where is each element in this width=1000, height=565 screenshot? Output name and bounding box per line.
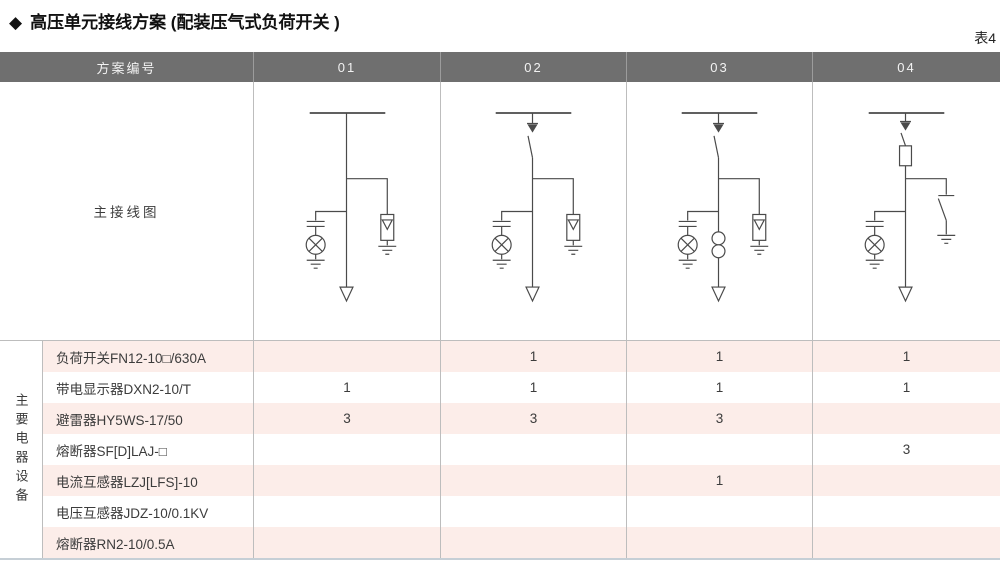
ground-icon: [750, 245, 769, 255]
equipment-value: [626, 527, 812, 558]
ground-icon: [564, 245, 583, 255]
ground-icon: [492, 259, 511, 269]
equipment-value: 1: [440, 372, 626, 403]
equipment-value: [440, 496, 626, 527]
arrester-icon: [532, 178, 583, 255]
ground-icon: [306, 259, 325, 269]
scheme-01-diagram: [253, 82, 440, 341]
equipment-table: 主要电器设备 负荷开关FN12-10□/630A 1 1 1 带电显示器DXN2…: [0, 341, 1000, 560]
header-scheme-01: 01: [253, 52, 440, 82]
voltage-indicator-icon: [677, 210, 719, 269]
arrester-icon: [346, 178, 397, 255]
equipment-value: 3: [812, 434, 1000, 465]
equipment-name: 熔断器SF[D]LAJ-□: [43, 434, 253, 465]
header-scheme-03: 03: [626, 52, 812, 82]
equipment-name: 带电显示器DXN2-10/T: [43, 372, 253, 403]
equipment-name: 避雷器HY5WS-17/50: [43, 403, 253, 434]
equipment-value: 1: [812, 341, 1000, 372]
equipment-value: 3: [440, 403, 626, 434]
ground-icon: [378, 245, 397, 255]
ground-icon: [865, 259, 884, 269]
main-wiring-diagram-label: 主接线图: [0, 82, 253, 341]
diamond-bullet-icon: ◆: [9, 13, 23, 32]
voltage-indicator-icon: [864, 210, 906, 269]
ground-icon: [678, 259, 697, 269]
header-scheme-number: 方案编号: [96, 60, 157, 76]
feeder-arrow-icon: [525, 286, 540, 303]
feeder-arrow-icon: [339, 286, 354, 303]
equipment-name: 熔断器RN2-10/0.5A: [43, 527, 253, 558]
equipment-value: [440, 434, 626, 465]
load-switch-icon: [900, 113, 911, 147]
equipment-value: [626, 496, 812, 527]
equipment-value: [812, 465, 1000, 496]
equipment-value: [253, 496, 440, 527]
scheme-03-diagram: [626, 82, 812, 341]
scheme-01-svg: [305, 112, 397, 303]
diagram-row: 主接线图: [0, 82, 1000, 341]
table-number-label: 表4: [974, 30, 996, 46]
equipment-name: 电流互感器LZJ[LFS]-10: [43, 465, 253, 496]
feeder-arrow-icon: [711, 286, 726, 303]
equipment-value: 3: [253, 403, 440, 434]
fuse-icon: [898, 145, 913, 167]
voltage-indicator-icon: [305, 210, 347, 269]
header-scheme-04: 04: [812, 52, 1000, 82]
equipment-group-cell: 主要电器设备: [0, 341, 43, 558]
scheme-03-svg: [677, 112, 769, 303]
earthing-switch-icon: [905, 178, 956, 244]
title-bar: ◆ 高压单元接线方案 (配装压气式负荷开关 ) 表4: [0, 6, 1000, 50]
equipment-value: 1: [440, 341, 626, 372]
equipment-value: [812, 403, 1000, 434]
page-title-text: 高压单元接线方案 (配装压气式负荷开关 ): [30, 13, 340, 32]
voltage-indicator-icon: [491, 210, 533, 269]
equipment-value: 1: [626, 465, 812, 496]
scheme-04-diagram: [812, 82, 1000, 341]
equipment-group-label: 主要电器设备: [13, 392, 29, 507]
load-switch-icon: [713, 113, 724, 158]
equipment-name: 电压互感器JDZ-10/0.1KV: [43, 496, 253, 527]
load-switch-icon: [527, 113, 538, 158]
equipment-value: 1: [812, 372, 1000, 403]
equipment-value: [626, 434, 812, 465]
equipment-name: 负荷开关FN12-10□/630A: [43, 341, 253, 372]
scheme-02-svg: [491, 112, 583, 303]
scheme-02-diagram: [440, 82, 626, 341]
current-transformer-icon: [711, 231, 726, 259]
feeder-arrow-icon: [898, 286, 913, 303]
ground-icon: [937, 234, 956, 244]
equipment-value: [253, 434, 440, 465]
equipment-value: [812, 496, 1000, 527]
equipment-value: [253, 465, 440, 496]
equipment-value: 1: [626, 372, 812, 403]
equipment-value: [440, 465, 626, 496]
scheme-table: 方案编号 01 02 03 04 主接线图: [0, 52, 1000, 560]
equipment-value: 1: [626, 341, 812, 372]
equipment-value: [440, 527, 626, 558]
page-title: ◆ 高压单元接线方案 (配装压气式负荷开关 ): [9, 8, 340, 33]
scheme-04-svg: [864, 112, 956, 303]
table-header-row: 方案编号 01 02 03 04: [0, 52, 1000, 82]
equipment-value: [253, 341, 440, 372]
equipment-value: 1: [253, 372, 440, 403]
header-scheme-02: 02: [440, 52, 626, 82]
equipment-value: [812, 527, 1000, 558]
equipment-value: 3: [626, 403, 812, 434]
arrester-icon: [718, 178, 769, 255]
equipment-value: [253, 527, 440, 558]
